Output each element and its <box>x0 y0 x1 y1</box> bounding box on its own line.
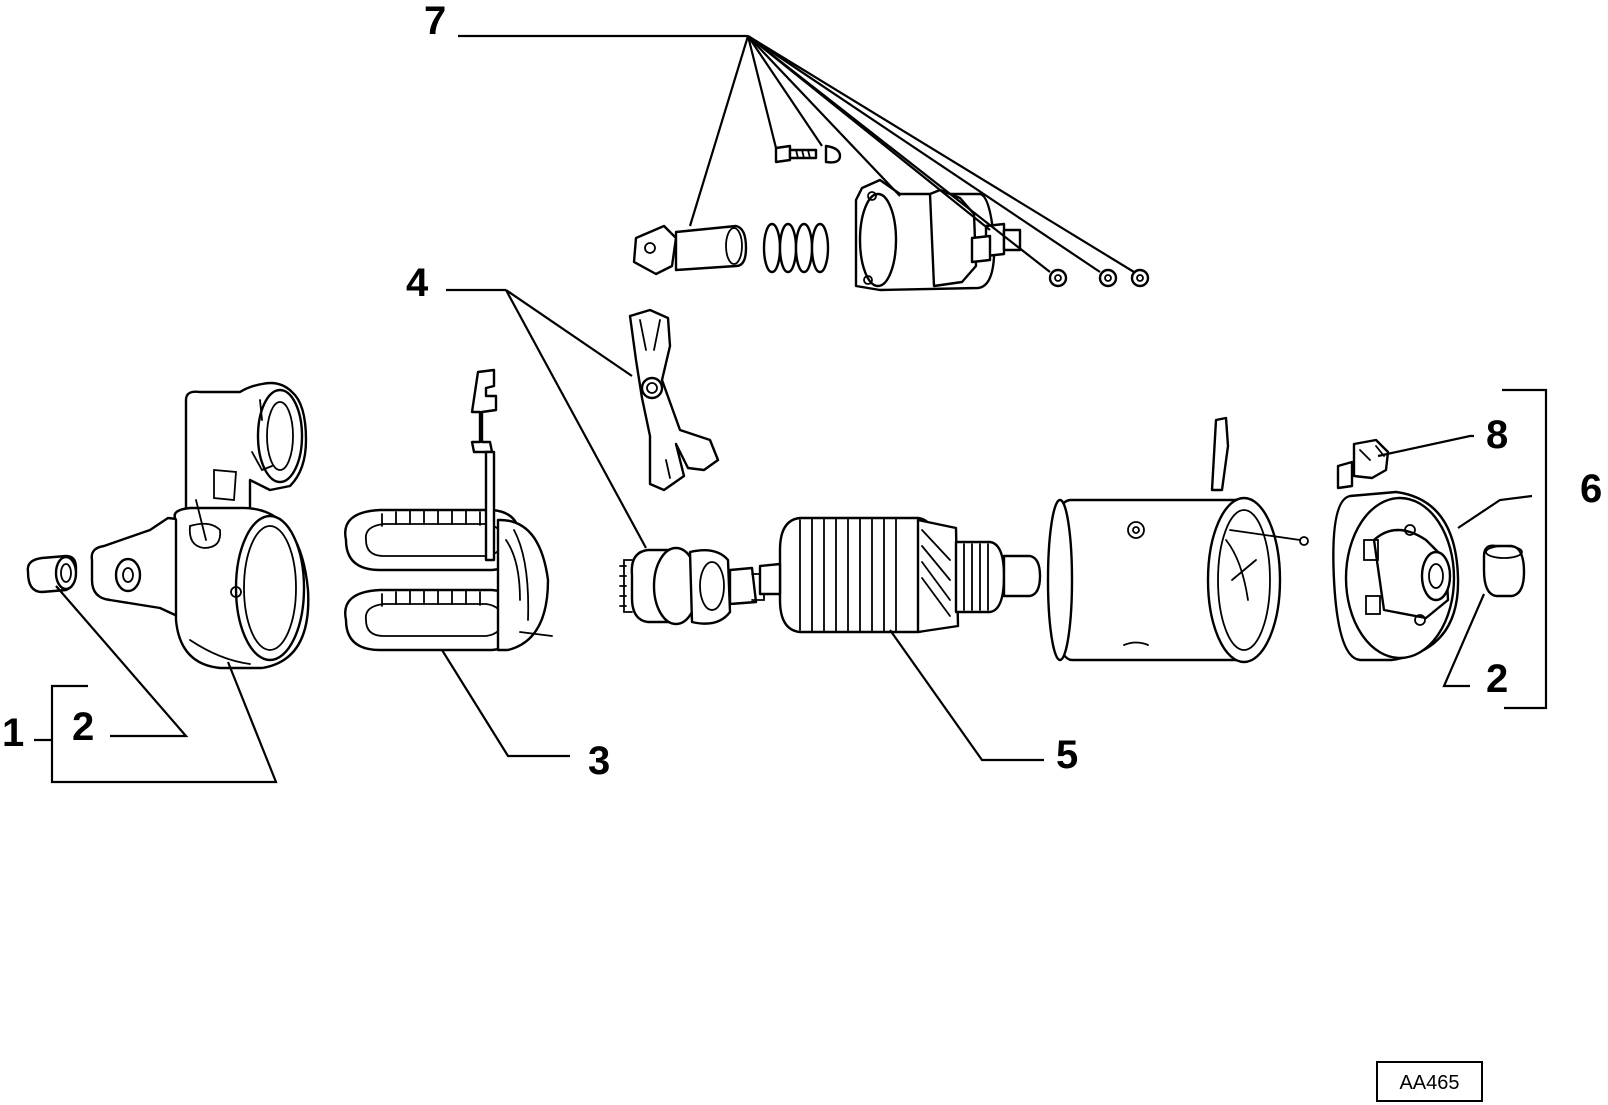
part-bushing-right <box>1482 544 1526 598</box>
callout-1: 1 <box>2 711 24 755</box>
part-commutator-end-plate <box>1332 490 1460 662</box>
part-brush-holder <box>1336 438 1390 490</box>
callout-labels: 1 2 3 4 5 6 7 8 2 <box>2 0 1602 783</box>
reference-code: AA465 <box>1399 1072 1459 1094</box>
callout-8: 8 <box>1486 413 1508 457</box>
part-solenoid-group <box>632 144 1150 292</box>
callout-3: 3 <box>588 739 610 783</box>
part-shift-lever <box>628 308 720 492</box>
callout-2-right: 2 <box>1486 657 1508 701</box>
part-yoke-frame <box>1046 416 1309 664</box>
callout-2-left: 2 <box>72 705 94 749</box>
part-drive-end-housing <box>90 381 310 670</box>
leader-lines <box>34 34 1548 784</box>
callout-6: 6 <box>1580 467 1602 511</box>
part-armature <box>758 516 1042 634</box>
callout-4: 4 <box>406 261 429 305</box>
part-drive-pinion <box>619 546 765 626</box>
part-bushing-left <box>26 554 78 594</box>
reference-code-box: AA465 <box>1376 1061 1483 1102</box>
part-field-coils <box>344 368 553 652</box>
callout-5: 5 <box>1056 733 1078 777</box>
callout-7: 7 <box>424 0 446 43</box>
